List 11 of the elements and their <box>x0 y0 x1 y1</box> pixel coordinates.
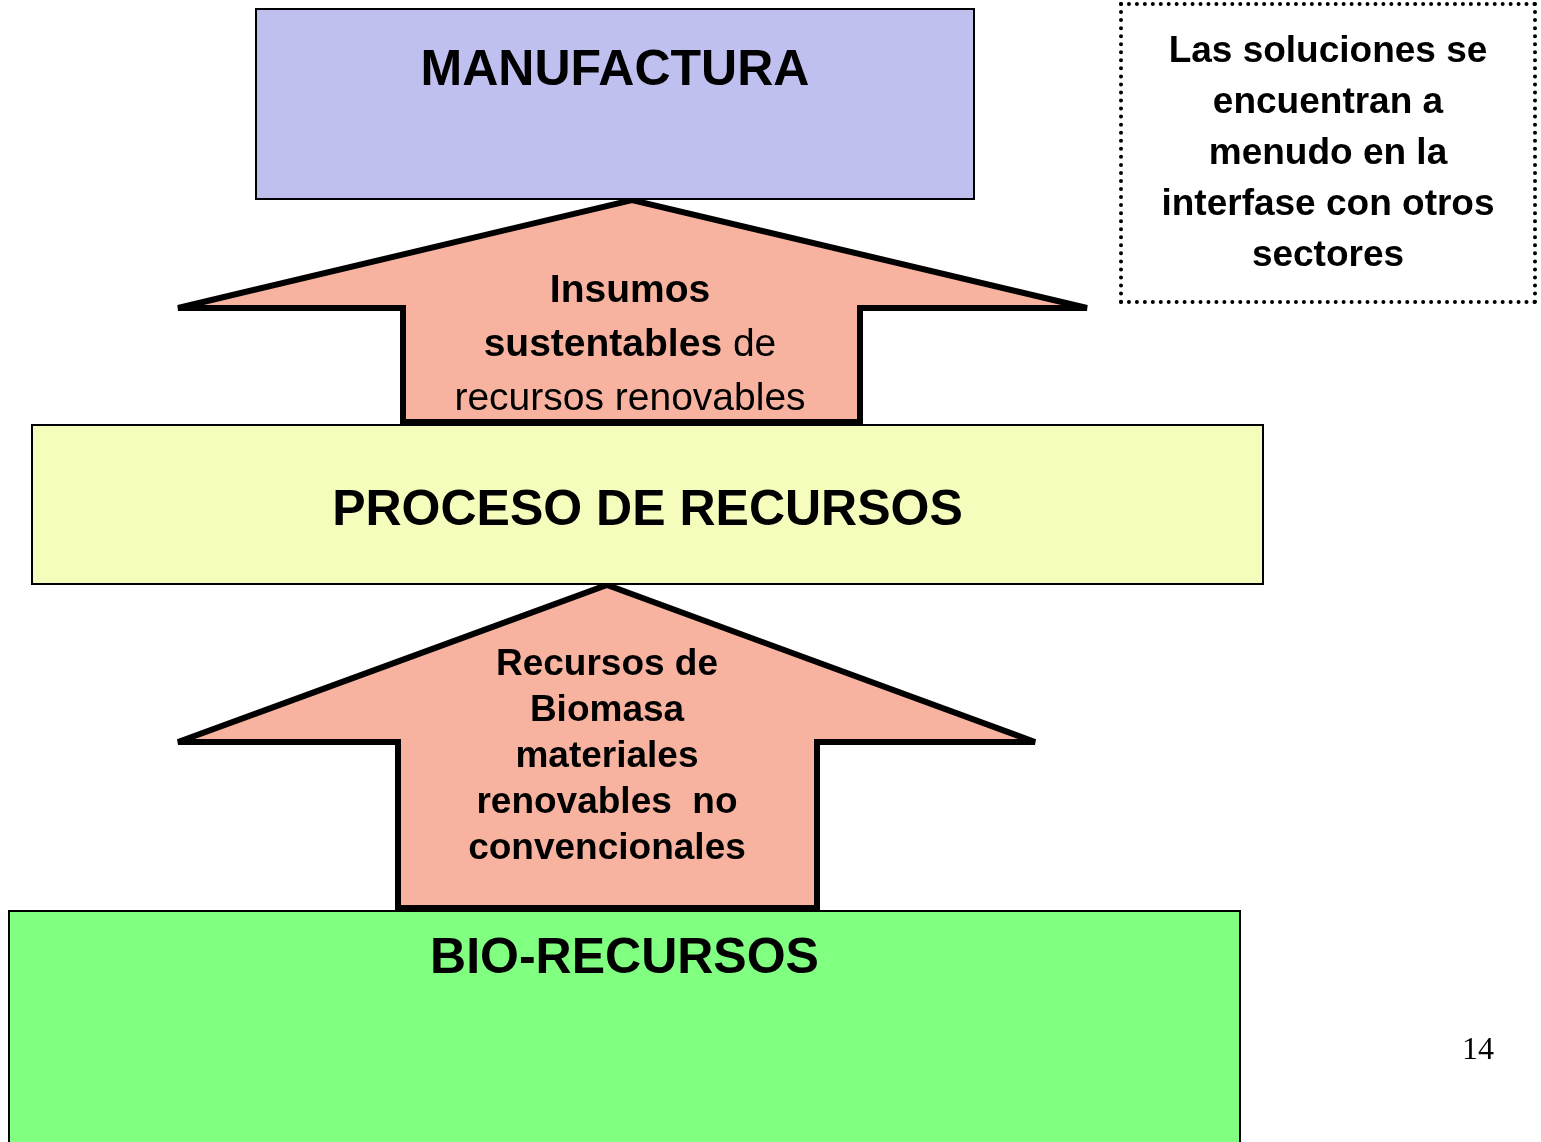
process-box <box>8 910 1241 1142</box>
node-label: MANUFACTURA <box>419 39 811 98</box>
node-label: PROCESO DE RECURSOS <box>331 479 964 538</box>
node-label: BIO-RECURSOS <box>429 927 820 986</box>
note-box <box>1119 2 1537 304</box>
process-box <box>31 424 1264 585</box>
edge-label: Insumos sustentables de recursos renovables <box>453 266 807 420</box>
page-number: 14 <box>1462 1030 1494 1067</box>
process-box <box>255 8 975 200</box>
node-label: Las soluciones se encuentran a menudo en la interfase con otros sectores <box>1160 28 1496 276</box>
edge-label: Recursos de Biomasa materiales renovables no convencionales <box>467 641 747 869</box>
